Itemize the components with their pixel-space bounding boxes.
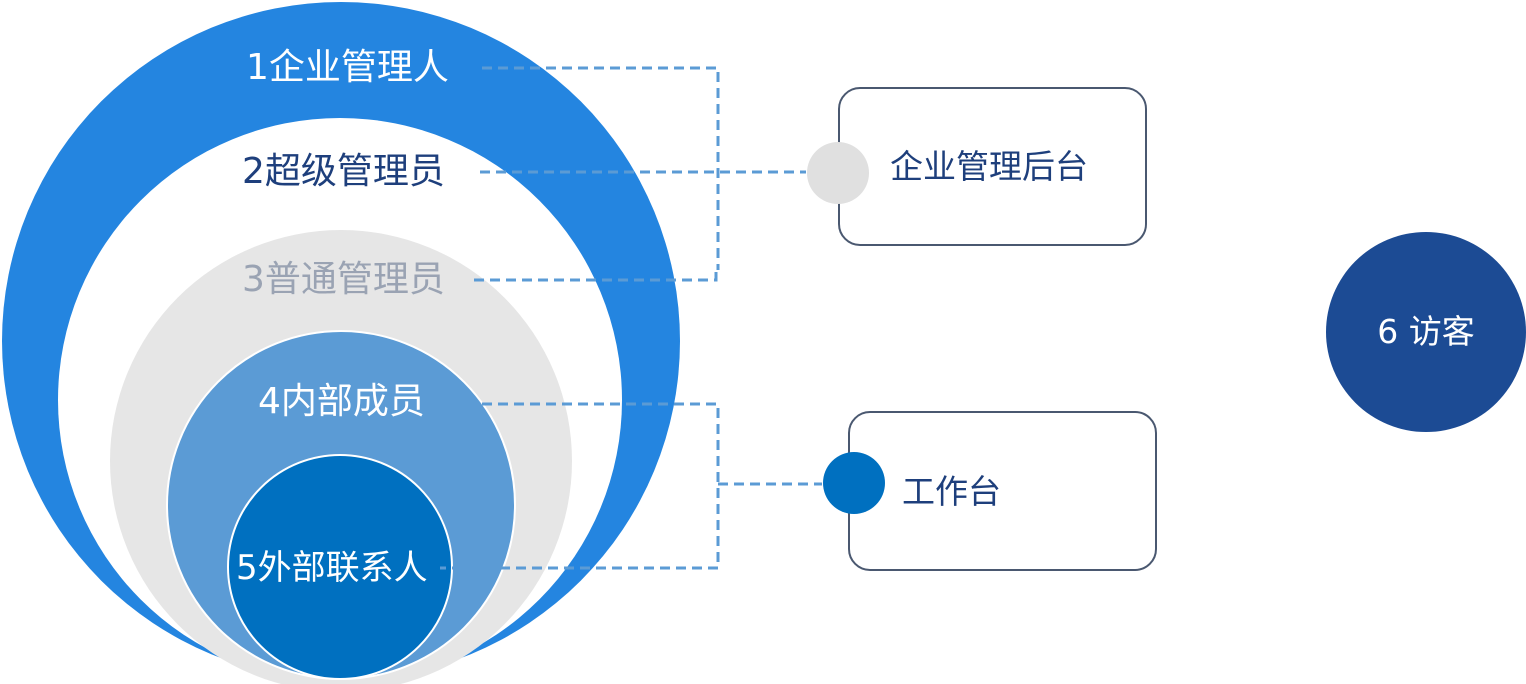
workbench-label: 工作台: [902, 472, 1001, 511]
label-external-contact: 5外部联系人: [236, 548, 428, 588]
visitor-label: 6 访客: [1377, 312, 1475, 351]
label-regular-admin: 3普通管理员: [242, 259, 445, 300]
workbench-box: 工作台: [848, 411, 1157, 571]
label-enterprise-owner: 1企业管理人: [246, 47, 449, 88]
visitor-circle: 6 访客: [1326, 232, 1526, 432]
connector-internal-to-workbench: [440, 402, 720, 570]
label-super-admin: 2超级管理员: [242, 151, 445, 192]
admin-console-label: 企业管理后台: [890, 147, 1088, 186]
label-internal-member: 4内部成员: [258, 381, 425, 422]
admin-console-box: 企业管理后台: [838, 87, 1147, 246]
ring-external-contact: [227, 454, 453, 680]
workbench-node: [823, 452, 885, 514]
connector-regular-admin-to-admin: [474, 270, 718, 282]
connector-owner-to-admin: [482, 66, 720, 270]
admin-console-node: [807, 142, 869, 204]
